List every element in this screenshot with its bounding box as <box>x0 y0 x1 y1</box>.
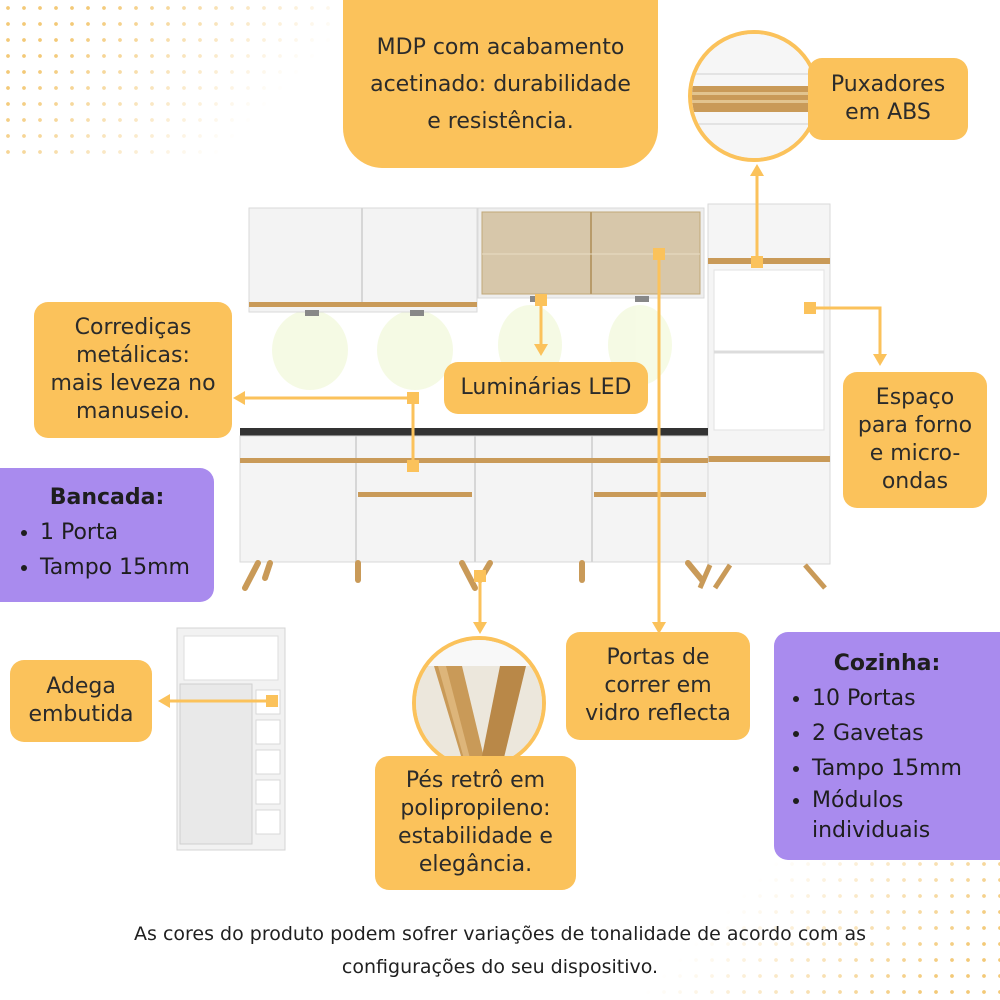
tall-oven-unit <box>697 203 831 590</box>
bancada-list: 1 Porta Tampo 15mm <box>16 515 198 585</box>
callout-luminarias-line: Luminárias LED <box>460 375 632 400</box>
cozinha-item: Tampo 15mm <box>812 751 986 786</box>
callout-mdp-line: acetinado: durabilidade <box>370 71 631 97</box>
color-disclaimer: As cores do produto podem sofrer variaçõ… <box>60 918 940 984</box>
callout-mdp-finish: MDP com acabamento acetinado: durabilidad… <box>343 0 658 168</box>
callout-espaco-line: para forno <box>857 413 973 438</box>
callout-pes-retro: Pés retrô em polipropileno: estabilidade e… <box>375 756 576 890</box>
callout-espaco-line: Espaço <box>875 385 955 410</box>
connector-arrowheads <box>158 164 887 708</box>
bancada-specs: Bancada: 1 Porta Tampo 15mm <box>0 468 214 602</box>
leg-zoom-image <box>416 640 542 766</box>
callout-espaco-line: e micro- <box>869 441 961 466</box>
callout-portas-line: correr em <box>604 673 712 698</box>
callout-corredicas-line: manuseio. <box>76 399 190 424</box>
callout-mdp-line: MDP com acabamento <box>376 34 625 60</box>
callout-puxadores-line: em ABS <box>845 100 931 125</box>
led-glows <box>272 305 672 390</box>
callout-pes-line: estabilidade e <box>398 824 553 849</box>
color-disclaimer-line: configurações do seu dispositivo. <box>341 956 659 978</box>
callout-portas-line: Portas de <box>606 645 710 670</box>
connector-lines <box>165 172 882 703</box>
decorative-dots-bottom-right <box>640 840 1000 1000</box>
callout-portas-line: vidro reflecta <box>585 701 731 726</box>
callout-espaco-forno: Espaço para forno e micro-ondas <box>843 372 987 508</box>
decorative-dots-top-left <box>0 0 340 160</box>
callout-espaco-line: ondas <box>881 469 949 494</box>
callout-adega-line: Adega <box>46 674 116 699</box>
callout-puxadores-line: Puxadores <box>830 72 946 97</box>
callout-portas-correr: Portas de correr em vidro reflecta <box>566 632 750 740</box>
cozinha-item: 10 Portas <box>812 681 986 716</box>
base-cabinets <box>239 428 709 591</box>
callout-pes-line: polipropileno: <box>400 796 551 821</box>
cozinha-list: 10 Portas 2 Gavetas Tampo 15mm Módulos i… <box>788 681 986 846</box>
bancada-item: Tampo 15mm <box>40 550 198 585</box>
leg-zoom-circle <box>412 636 546 770</box>
callout-corredicas-line: mais leveza no <box>50 371 216 396</box>
cozinha-item: Módulos individuais <box>812 786 986 846</box>
callout-pes-line: Pés retrô em <box>405 768 546 793</box>
callout-corredicas-line: metálicas: <box>76 343 190 368</box>
callout-pes-line: elegância. <box>418 852 533 877</box>
callout-adega-line: embutida <box>28 702 134 727</box>
cozinha-specs: Cozinha: 10 Portas 2 Gavetas Tampo 15mm … <box>774 632 1000 860</box>
bancada-title: Bancada: <box>49 485 165 510</box>
callout-adega: Adega embutida <box>10 660 152 742</box>
color-disclaimer-line: As cores do produto podem sofrer variaçõ… <box>134 923 866 945</box>
wine-rack-illustration <box>176 627 286 851</box>
callout-corredicas-line: Corrediças <box>74 315 192 340</box>
connector-dots <box>266 248 816 707</box>
upper-cabinets <box>248 207 705 316</box>
callout-luminarias: Luminárias LED <box>444 362 648 414</box>
callout-puxadores: Puxadores em ABS <box>808 58 968 140</box>
cozinha-title: Cozinha: <box>833 651 941 676</box>
callout-corredicas: Corrediças metálicas: mais leveza no manuse… <box>34 302 232 438</box>
bancada-item: 1 Porta <box>40 515 198 550</box>
callout-mdp-line: e resistência. <box>427 108 574 134</box>
handle-zoom-image <box>692 34 816 158</box>
handle-zoom-circle <box>688 30 820 162</box>
cozinha-item: 2 Gavetas <box>812 716 986 751</box>
